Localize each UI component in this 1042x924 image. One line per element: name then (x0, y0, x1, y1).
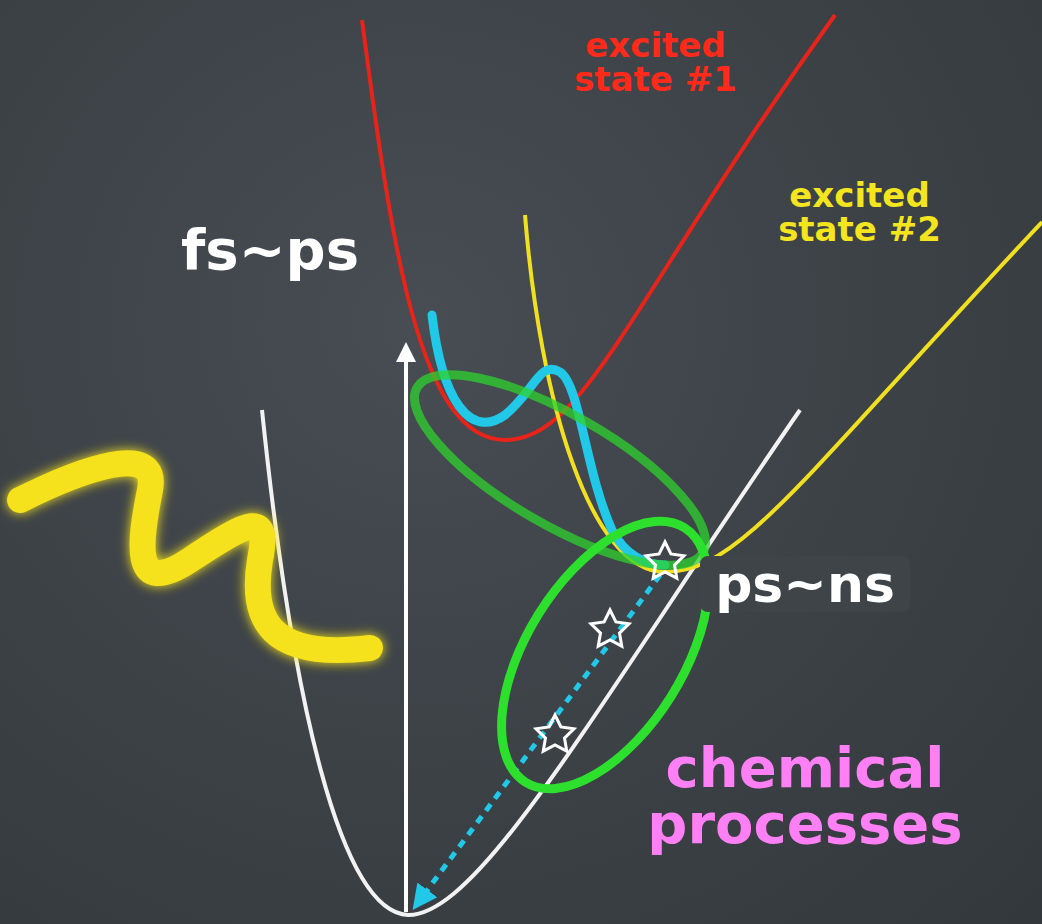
excitation-arrow (404, 352, 408, 912)
relaxation-arrow (420, 575, 660, 900)
process-label: chemical processes (610, 740, 1000, 852)
star-marks (536, 542, 684, 751)
timescale-label: ps~ns (700, 556, 910, 612)
state-label: excited state #1 (548, 28, 763, 96)
photon-squiggle (20, 463, 370, 650)
timescale-label: fs~ps (160, 222, 380, 278)
state-label: excited state #2 (752, 178, 967, 246)
highlight-ellipse (390, 340, 731, 600)
